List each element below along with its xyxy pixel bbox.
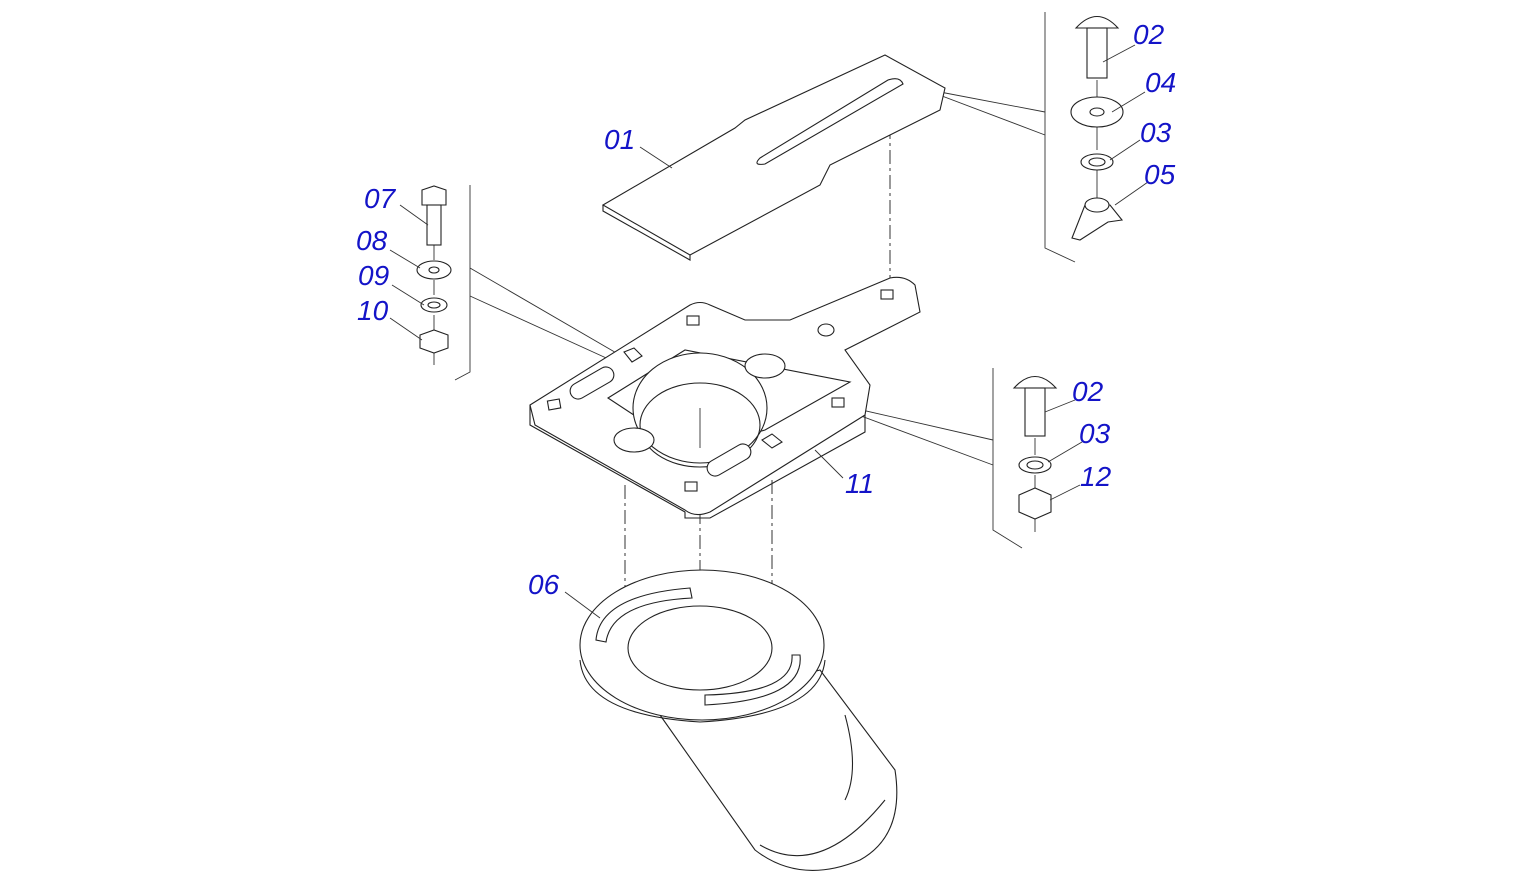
hardware-left xyxy=(416,185,452,354)
part-11-mounting-plate xyxy=(529,276,921,519)
part-06-flanged-spout xyxy=(579,569,898,871)
part-01-slotted-plate xyxy=(601,54,946,261)
callout-01: 01 xyxy=(604,124,635,155)
callout-10: 10 xyxy=(357,295,389,326)
callout-12: 12 xyxy=(1080,461,1112,492)
callout-06: 06 xyxy=(528,569,560,600)
callout-08: 08 xyxy=(356,225,388,256)
hardware-right xyxy=(1012,375,1058,520)
callout-07: 07 xyxy=(364,183,397,214)
callout-02-top: 02 xyxy=(1133,19,1165,50)
callout-11: 11 xyxy=(845,468,874,499)
callout-05: 05 xyxy=(1144,159,1176,190)
callout-03-top: 03 xyxy=(1140,117,1172,148)
callout-03-right: 03 xyxy=(1079,418,1111,449)
callout-09: 09 xyxy=(358,260,389,291)
callout-04: 04 xyxy=(1145,67,1176,98)
callout-labels: 01 02 04 03 05 07 08 09 10 02 03 12 11 0… xyxy=(356,19,1176,600)
callout-leaders xyxy=(389,44,1149,619)
bracket-lines xyxy=(454,12,1076,549)
callout-02-right: 02 xyxy=(1072,376,1104,407)
hardware-top-right xyxy=(1070,15,1124,241)
